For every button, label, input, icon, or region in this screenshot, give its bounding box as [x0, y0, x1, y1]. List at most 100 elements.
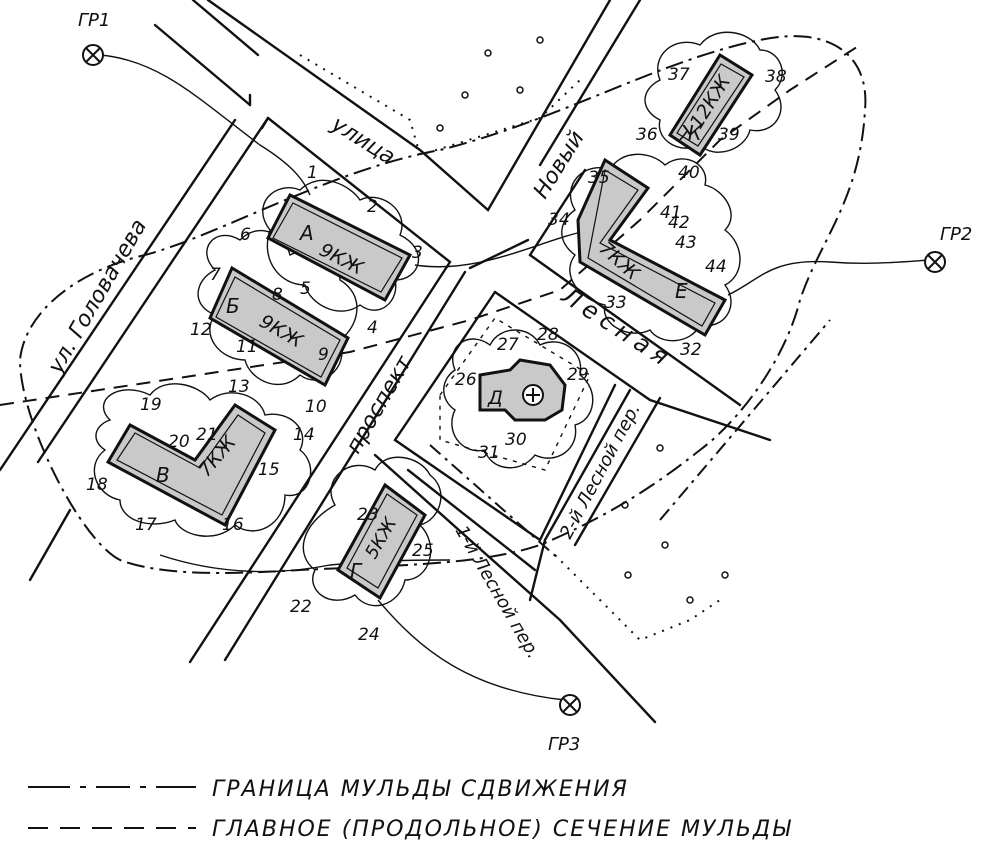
survey-point-28[interactable]: 28 — [537, 325, 559, 345]
survey-point-5[interactable]: 5 — [300, 279, 311, 299]
survey-point-7[interactable]: 7 — [210, 265, 221, 285]
benchmark-gr2[interactable]: ГР2 — [924, 224, 972, 273]
survey-point-22[interactable]: 22 — [290, 597, 312, 617]
road-edge — [260, 116, 270, 130]
survey-point-1[interactable]: 1 — [307, 163, 318, 183]
survey-point-37[interactable]: 37 — [668, 65, 690, 85]
survey-point-43[interactable]: 43 — [675, 233, 697, 253]
survey-point-40[interactable]: 40 — [678, 163, 700, 183]
road-edge — [28, 508, 72, 582]
street-label-golovacheva: ул. Головачева — [43, 215, 152, 379]
survey-point-11[interactable]: 11 — [236, 337, 258, 357]
survey-point-32[interactable]: 32 — [680, 340, 702, 360]
survey-point-20[interactable]: 20 — [168, 432, 190, 452]
benchmark-label: ГР3 — [548, 734, 580, 755]
building-letter: Е — [675, 279, 688, 303]
street-label-novyi: Новый — [529, 127, 590, 204]
street-label-ulitsa: улица — [326, 111, 399, 170]
survey-point-33[interactable]: 33 — [605, 293, 627, 313]
road-edge — [573, 396, 662, 547]
road-edge — [493, 290, 772, 442]
survey-point-29[interactable]: 29 — [567, 365, 589, 385]
road-edge — [188, 260, 452, 664]
benchmark-icon — [927, 254, 943, 270]
road-edge — [393, 290, 617, 542]
survey-point-24[interactable]: 24 — [358, 625, 380, 645]
building-V[interactable]: В 7КЖ — [105, 402, 277, 528]
survey-point-44[interactable]: 44 — [705, 257, 727, 277]
benchmark-gr3[interactable]: ГР3 — [548, 694, 581, 755]
survey-point-13[interactable]: 13 — [228, 377, 250, 397]
legend: ГРАНИЦА МУЛЬДЫ СДВИЖЕНИЯ ГЛАВНОЕ (ПРОДОЛ… — [28, 777, 792, 842]
road-edge — [468, 238, 530, 270]
building-letter: Д — [487, 387, 503, 409]
survey-point-25[interactable]: 25 — [412, 541, 434, 561]
observation-loops — [93, 31, 783, 607]
road-edge — [528, 388, 632, 602]
survey-point-31[interactable]: 31 — [478, 443, 500, 463]
legend-boundary-text: ГРАНИЦА МУЛЬДЫ СДВИЖЕНИЯ — [212, 777, 629, 802]
survey-point-21[interactable]: 21 — [196, 425, 218, 445]
survey-point-39[interactable]: 39 — [718, 125, 740, 145]
building-letter: Б — [226, 294, 240, 318]
trough-boundary — [18, 35, 867, 574]
survey-point-41[interactable]: 41 — [660, 203, 682, 223]
survey-point-14[interactable]: 14 — [293, 425, 315, 445]
road-edge — [0, 118, 237, 472]
road-edge — [528, 168, 587, 257]
road-edge — [223, 270, 467, 662]
building-letter: В — [156, 463, 170, 487]
survey-point-9[interactable]: 9 — [318, 345, 329, 365]
road-edge — [191, 0, 260, 57]
road-edge — [558, 618, 657, 724]
survey-point-19[interactable]: 19 — [140, 395, 162, 415]
survey-point-2[interactable]: 2 — [367, 197, 378, 217]
benchmark-label: ГР2 — [940, 224, 972, 245]
survey-point-17[interactable]: 17 — [135, 515, 157, 535]
survey-point-30[interactable]: 30 — [505, 430, 527, 450]
building-B[interactable]: Б 9КЖ — [208, 265, 350, 388]
building-letter: А — [298, 221, 314, 245]
survey-point-36[interactable]: 36 — [636, 125, 658, 145]
benchmark-icon — [562, 697, 578, 713]
street-label-prospekt: проспект — [342, 351, 418, 458]
road-edge — [266, 116, 452, 264]
legend-section-text: ГЛАВНОЕ (ПРОДОЛЬНОЕ) СЕЧЕНИЕ МУЛЬДЫ — [212, 817, 792, 842]
benchmark-icon — [85, 47, 101, 63]
road-edge — [528, 253, 742, 407]
building-letter: Г — [350, 559, 363, 583]
building-G[interactable]: Г 5КЖ — [336, 482, 427, 601]
road-edge — [206, 0, 612, 212]
road-edge — [373, 453, 562, 622]
survey-point-4[interactable]: 4 — [367, 318, 378, 338]
survey-point-23[interactable]: 23 — [357, 505, 379, 525]
road-edge — [538, 0, 642, 167]
street-label-lesnoi2: 2-й Лесной пер. — [556, 400, 645, 542]
building-A[interactable]: А 9КЖ — [265, 192, 413, 303]
survey-point-38[interactable]: 38 — [765, 67, 787, 87]
survey-point-8[interactable]: 8 — [272, 285, 283, 305]
benchmarks: ГР1 ГР2 ГР3 — [78, 10, 972, 755]
benchmark-gr1[interactable]: ГР1 — [78, 10, 110, 66]
survey-point-3[interactable]: 3 — [412, 243, 423, 263]
road-edge — [36, 116, 270, 464]
survey-point-12[interactable]: 12 — [190, 320, 212, 340]
survey-point-16[interactable]: 16 — [222, 515, 244, 535]
survey-point-10[interactable]: 10 — [305, 397, 327, 417]
building-letter: Ж — [678, 121, 703, 145]
road-edge — [406, 468, 537, 572]
traverse-lines — [99, 54, 931, 701]
road-edge — [153, 23, 252, 107]
survey-point-34[interactable]: 34 — [548, 210, 570, 230]
survey-point-18[interactable]: 18 — [86, 475, 108, 495]
survey-point-6[interactable]: 6 — [240, 225, 251, 245]
survey-point-15[interactable]: 15 — [258, 460, 280, 480]
survey-point-35[interactable]: 35 — [588, 168, 610, 188]
survey-point-26[interactable]: 26 — [455, 370, 477, 390]
survey-point-27[interactable]: 27 — [497, 335, 519, 355]
building-D[interactable]: Д — [478, 358, 567, 422]
survey-point-42[interactable]: 42 — [668, 213, 690, 233]
